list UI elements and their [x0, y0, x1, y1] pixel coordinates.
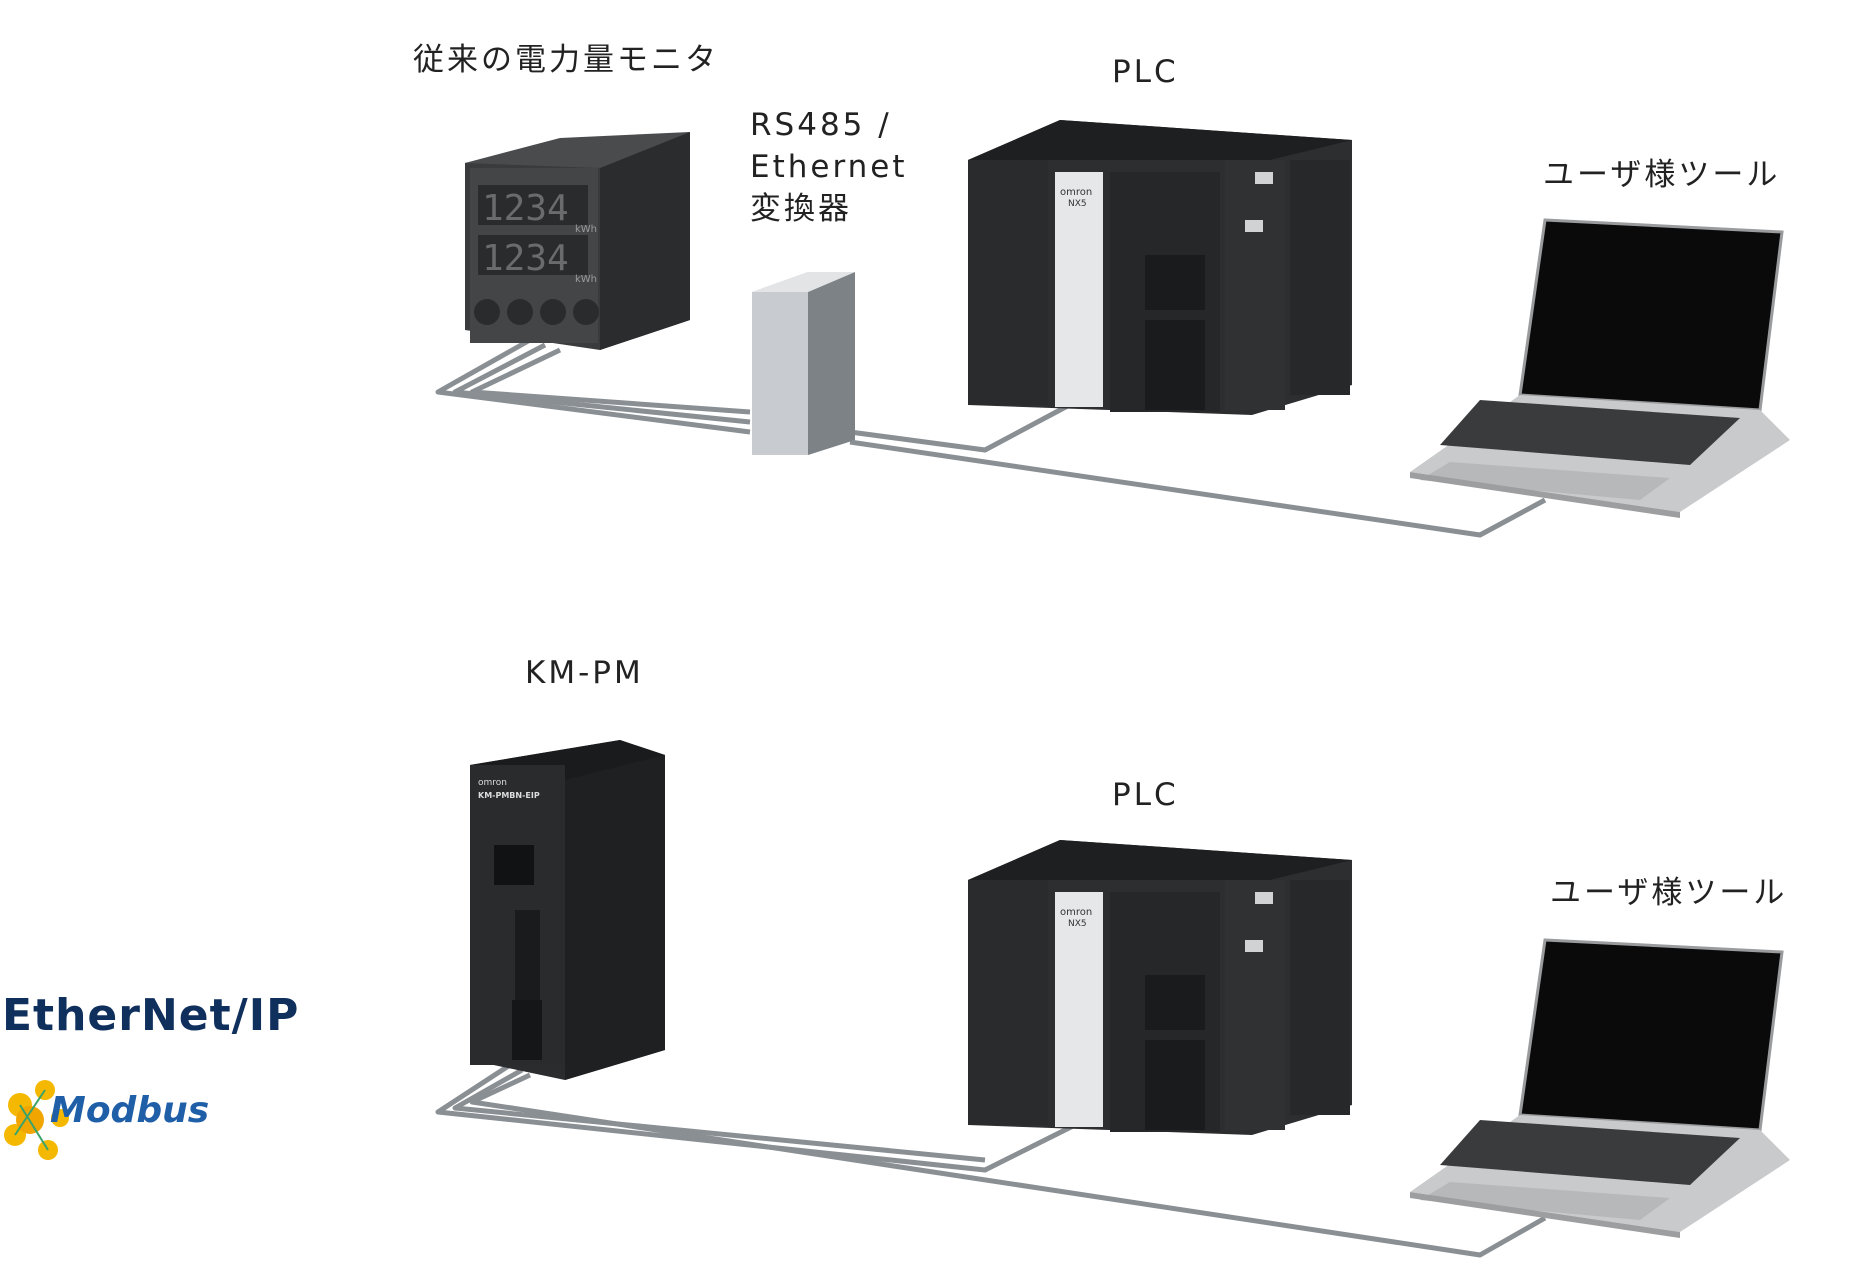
ethernet-ip-logo: EtherNet/IP — [2, 990, 299, 1041]
cable-meter-converter-3 — [469, 347, 751, 415]
cable-plc-laptop — [849, 439, 1547, 538]
user-tool-label-bottom: ユーザ様ツール — [1550, 875, 1788, 911]
legacy-meter-label: 従来の電力量モニタ — [413, 42, 719, 78]
cables-top — [435, 337, 1547, 538]
cable-kmpm-plc-1 — [435, 1062, 1077, 1173]
modbus-logo: Modbus — [50, 1090, 209, 1131]
cable-meter-converter-2 — [452, 342, 751, 425]
plc-label-top: PLC — [1112, 54, 1179, 90]
cables-bottom — [435, 1062, 1547, 1258]
user-tool-label-top: ユーザ様ツール — [1543, 157, 1781, 193]
plc-label-bottom: PLC — [1112, 777, 1179, 813]
cable-kmpm-laptop — [469, 1072, 1547, 1258]
meter-unit-2: kWh — [575, 274, 597, 285]
legacy-power-meter: 1234 1234 kWh kWh — [465, 132, 690, 350]
kmpm-model: KM-PMBN-EIP — [478, 791, 540, 800]
cable-meter-converter-1 — [435, 337, 751, 435]
cable-kmpm-plc-2 — [452, 1067, 986, 1163]
plc-brand-top: omron — [1060, 187, 1092, 198]
plc-bottom: omron NX5 — [968, 840, 1352, 1135]
converter-box — [752, 272, 855, 455]
meter-display-1: 1234 — [482, 188, 569, 229]
kmpm-label: KM-PM — [525, 655, 644, 691]
plc-model-top: NX5 — [1068, 199, 1087, 209]
laptop-bottom — [1410, 938, 1790, 1238]
modbus-logo-text: Modbus — [50, 1090, 210, 1131]
cable-converter-plc — [849, 399, 1077, 453]
plc-top: omron NX5 — [968, 120, 1352, 415]
converter-label: RS485 / Ethernet 変換器 — [750, 107, 908, 227]
ethernet-ip-logo-text: EtherNet/IP — [2, 990, 300, 1041]
plc-model-bottom: NX5 — [1068, 919, 1087, 929]
kmpm-brand: omron — [478, 778, 507, 788]
meter-display-2: 1234 — [482, 238, 569, 279]
modbus-logo-icon — [4, 1080, 69, 1160]
laptop-top — [1410, 218, 1790, 518]
meter-unit-1: kWh — [575, 224, 597, 235]
kmpm-device: omron KM-PMBN-EIP — [470, 740, 665, 1080]
plc-brand-bottom: omron — [1060, 907, 1092, 918]
